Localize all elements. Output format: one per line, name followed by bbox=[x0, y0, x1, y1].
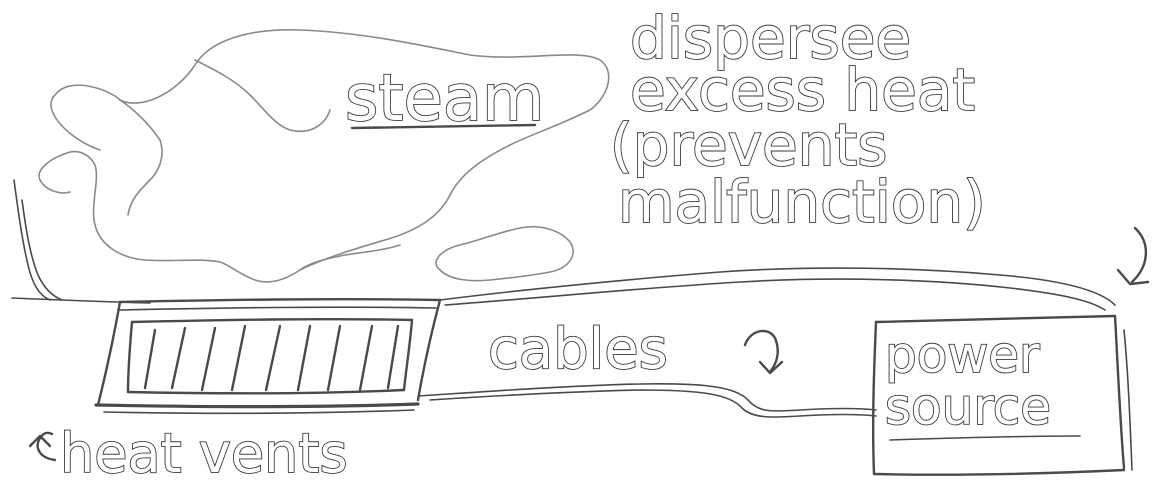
cables-label: cables bbox=[488, 317, 668, 382]
note-line-4: malfunction) bbox=[618, 168, 986, 236]
heat-vent-panel bbox=[96, 299, 440, 413]
note-arrow-icon bbox=[1118, 228, 1148, 284]
steam-label: steam bbox=[345, 62, 544, 136]
cables-arrow-icon bbox=[745, 331, 782, 373]
vents-arrow-icon bbox=[30, 433, 55, 460]
left-stroke bbox=[12, 180, 150, 303]
heat-vents-label: heat vents bbox=[60, 422, 348, 484]
power-source-line-1: power bbox=[885, 326, 1040, 384]
power-source-underline bbox=[890, 436, 1080, 440]
power-source-line-2: source bbox=[885, 378, 1051, 436]
